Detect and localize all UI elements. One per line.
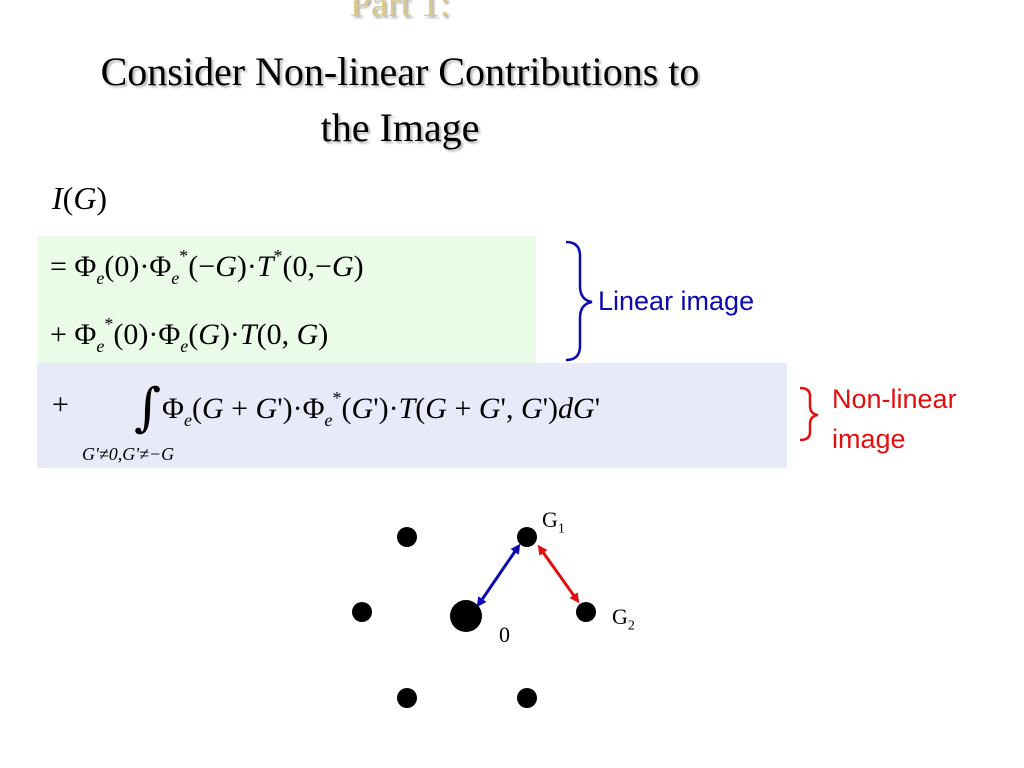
- equation-line-1: = Φe(0)·Φe*(−G)·T*(0,−G): [50, 246, 364, 288]
- nonlinear-arrow: [537, 544, 580, 604]
- lattice-dot-g2: [576, 602, 596, 622]
- lattice-dot-origin: [450, 600, 482, 632]
- lattice-dot: [397, 527, 417, 547]
- origin-label: 0: [499, 622, 510, 647]
- nonlinear-term-highlight: [37, 363, 787, 468]
- g1-label: G1: [542, 507, 565, 537]
- nonlinear-brace: [799, 386, 819, 442]
- lattice-dot: [397, 688, 417, 708]
- lattice-dot-g1: [517, 527, 537, 547]
- linear-brace: [565, 240, 593, 362]
- g2-label: G2: [612, 604, 635, 634]
- slide-title-line1: Consider Non-linear Contributions to: [100, 49, 700, 94]
- lattice-dot: [352, 602, 372, 622]
- integral-limits: G'≠0,G'≠−G: [82, 444, 175, 464]
- equation-line-3: Φe(G + G')·Φe*(G')·T(G + G', G')dG': [162, 388, 601, 430]
- linear-image-label: Linear image: [598, 286, 755, 316]
- linear-terms-highlight: [37, 236, 536, 363]
- nonlinear-image-label-line2: image: [832, 424, 906, 454]
- linear-arrow: [476, 543, 521, 608]
- equation-line-3-plus: +: [52, 388, 69, 421]
- slide-title-line2: the Image: [320, 105, 480, 150]
- nonlinear-image-label-line1: Non-linear: [832, 384, 957, 414]
- integral-sign: ∫: [134, 378, 162, 438]
- equation-lhs: I(G): [52, 180, 108, 216]
- equation-line-2: + Φe*(0)·Φe(G)·T(0, G): [50, 314, 329, 356]
- lattice-dot: [517, 688, 537, 708]
- part-heading: Part 1:: [349, 0, 451, 25]
